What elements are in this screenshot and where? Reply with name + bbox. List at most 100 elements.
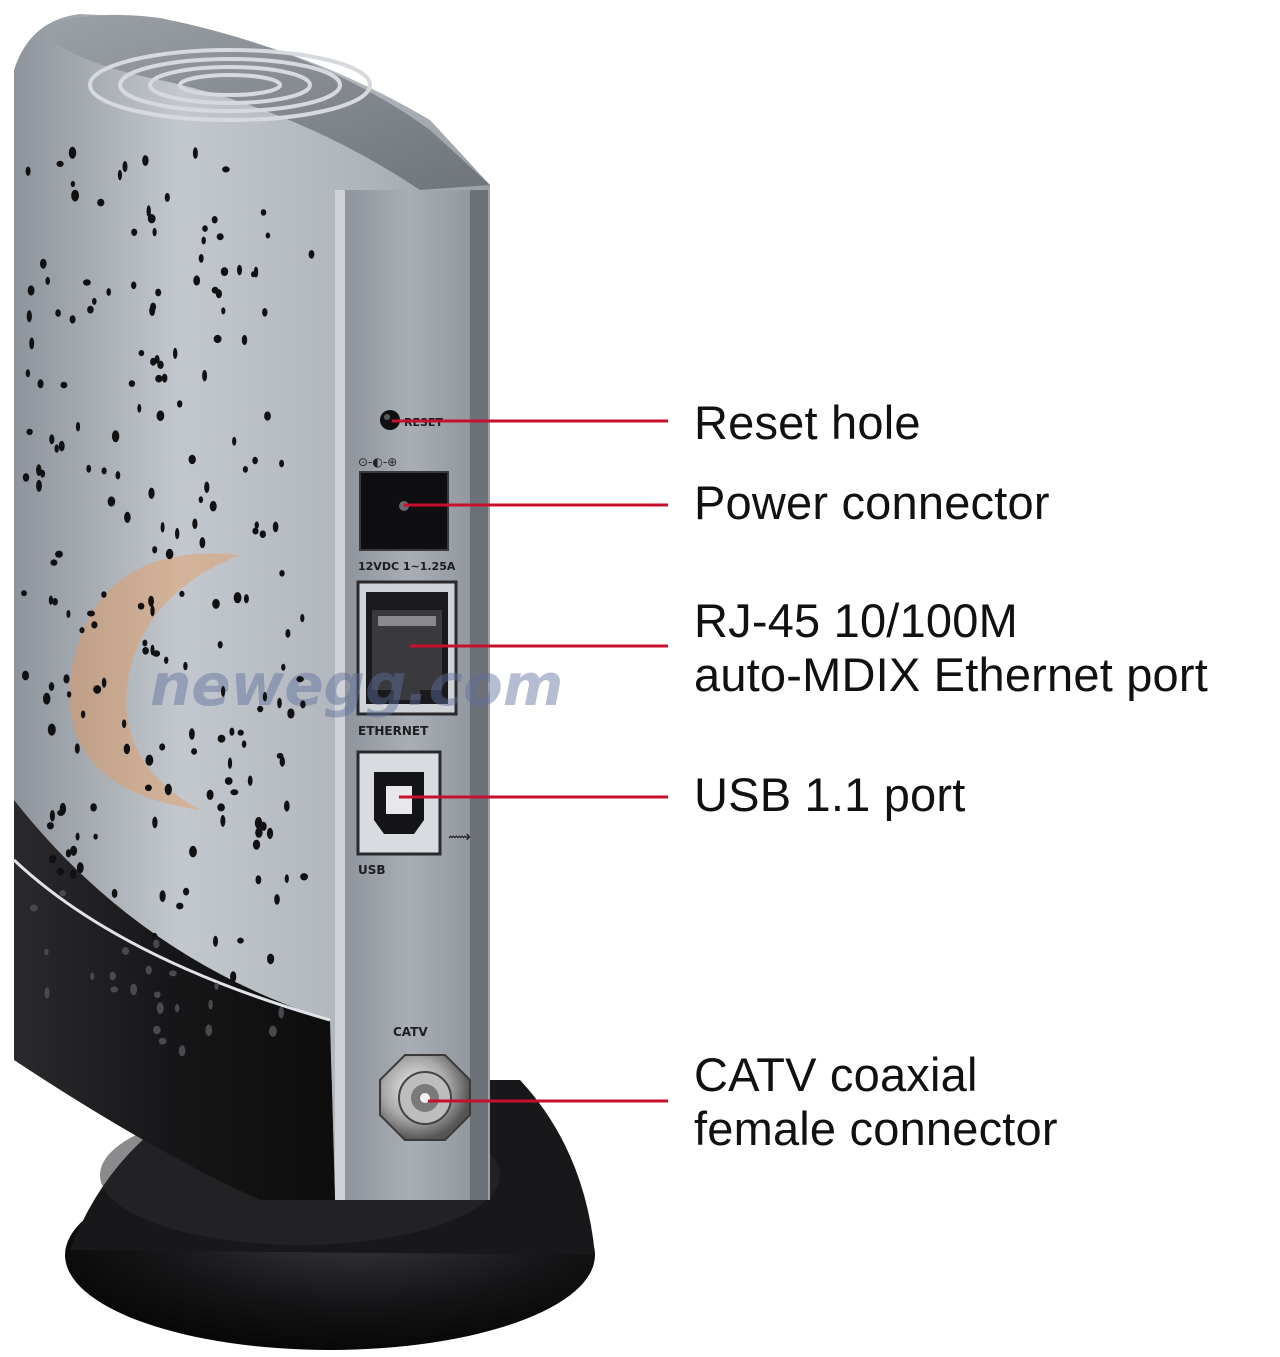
perforation-dot	[152, 650, 161, 657]
perforation-dot	[87, 610, 95, 617]
perforation-dot	[164, 783, 172, 796]
perforation-dot	[160, 522, 165, 533]
perforation-dot	[40, 258, 47, 269]
perforation-dot	[262, 308, 268, 317]
callout-catv-connector: CATV coaxial female connector	[694, 1048, 1058, 1156]
perforation-dot	[159, 890, 166, 902]
perforation-dot	[154, 355, 160, 364]
usb-symbol: ⟿	[448, 827, 471, 846]
perforation-dot	[174, 1004, 180, 1013]
perforation-dot	[22, 473, 30, 482]
perforation-dot	[131, 281, 137, 290]
perforation-dot	[75, 421, 81, 432]
perforation-dot	[232, 436, 237, 446]
perforation-dot	[146, 205, 151, 217]
perforation-dot	[59, 890, 66, 897]
perforation-dot	[199, 537, 206, 549]
perforation-dot	[267, 953, 275, 965]
perforation-dot	[90, 803, 97, 812]
perforation-dot	[233, 592, 242, 604]
perforation-dot	[152, 227, 157, 237]
catv-marking: CATV	[393, 1025, 428, 1039]
perforation-dot	[252, 527, 259, 535]
perforation-dot	[36, 479, 42, 492]
perforation-dot	[66, 691, 72, 698]
perforation-dot	[142, 155, 149, 166]
perforation-dot	[175, 527, 180, 540]
perforation-dot	[216, 233, 224, 241]
perforation-dot	[70, 869, 77, 880]
perforation-dot	[93, 685, 102, 694]
perforation-dot	[63, 674, 70, 684]
perforation-dot	[176, 902, 184, 910]
perforation-dot	[25, 166, 31, 176]
perforation-dot	[150, 605, 155, 617]
perforation-dot	[47, 723, 56, 736]
perforation-dot	[145, 965, 152, 975]
perforation-dot	[241, 740, 247, 748]
perforation-dot	[227, 757, 233, 769]
perforation-dot	[192, 147, 198, 159]
perforation-dot	[165, 548, 174, 560]
perforation-dot	[21, 590, 27, 597]
perforation-dot	[158, 1037, 167, 1045]
perforation-dot	[257, 705, 264, 713]
perforation-dot	[150, 644, 155, 656]
perforation-dot	[243, 594, 249, 604]
perforation-dot	[220, 267, 229, 277]
perforation-dot	[189, 845, 197, 858]
perforation-dot	[121, 719, 127, 728]
perforation-dot	[260, 209, 267, 216]
perforation-dot	[300, 873, 308, 881]
perforation-dot	[262, 691, 267, 702]
perforation-dot	[212, 598, 220, 609]
perforation-dot	[148, 487, 155, 499]
perforation-dot	[138, 350, 145, 357]
perforation-dot	[106, 288, 111, 296]
perforation-dot	[206, 789, 214, 800]
perforation-dot	[142, 639, 148, 647]
perforation-dot	[101, 467, 107, 475]
perforation-dot	[214, 982, 219, 990]
perforation-dot	[242, 466, 248, 473]
perforation-dot	[130, 983, 138, 996]
perforation-dot	[48, 682, 55, 691]
perforation-dot	[224, 777, 233, 785]
perforation-dot	[183, 661, 188, 671]
perforation-dot	[254, 521, 259, 529]
perforation-dot	[83, 279, 91, 286]
perforation-dot	[29, 904, 38, 912]
perforation-dot	[25, 369, 31, 378]
perforation-dot	[191, 748, 198, 755]
perforation-dot	[217, 734, 226, 743]
perforation-dot	[27, 285, 35, 296]
power-connector	[359, 471, 449, 551]
perforation-dot	[252, 456, 258, 465]
perforation-dot	[265, 232, 271, 239]
perforation-dot	[75, 832, 80, 841]
perforation-dot	[79, 627, 85, 634]
perforation-dot	[178, 1045, 186, 1057]
perforation-dot	[272, 521, 279, 533]
perforation-dot	[164, 656, 169, 664]
perforation-dot	[177, 400, 183, 408]
perforation-dot	[93, 833, 98, 840]
catv-connector	[379, 1054, 471, 1141]
perforation-dot	[153, 1025, 161, 1035]
perforation-dot	[252, 839, 261, 850]
perforation-dot	[253, 266, 259, 278]
perforation-dot	[90, 972, 95, 980]
perforation-dot	[213, 935, 218, 947]
perforation-dot	[284, 800, 290, 812]
perforation-dot	[44, 948, 49, 955]
perforation-dot	[266, 827, 274, 840]
perforation-dot	[241, 334, 248, 346]
perforation-dot	[308, 250, 315, 259]
perforation-dot	[142, 647, 149, 655]
perforation-dot	[204, 481, 210, 494]
perforation-pattern	[21, 146, 315, 1057]
perforation-dot	[221, 686, 226, 697]
perforation-dot	[208, 999, 213, 1010]
perforation-dot	[264, 411, 271, 421]
perforation-dot	[154, 991, 161, 998]
